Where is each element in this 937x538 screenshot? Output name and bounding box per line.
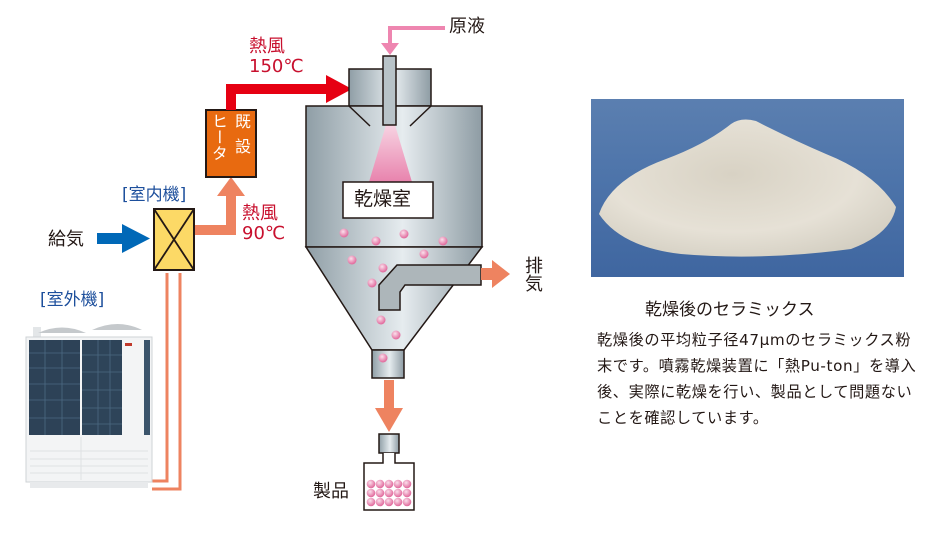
particle <box>347 255 357 265</box>
product-bottle <box>363 433 415 511</box>
indoor-unit-label: [室内機] <box>122 185 187 205</box>
outdoor-unit-image <box>25 324 153 488</box>
drying-chamber-box <box>342 181 434 219</box>
hot-air-90-line2: 90℃ <box>242 223 286 244</box>
hot-air-150-label: 熱風 150℃ <box>249 38 304 76</box>
exhaust-label: 排 気 <box>525 258 543 294</box>
product-particle <box>375 497 385 507</box>
hot-air-150-line1: 熱風 <box>249 36 285 57</box>
product-particle <box>402 479 412 489</box>
hot-air-150-line2: 150℃ <box>249 56 304 77</box>
spray-nozzle <box>382 55 397 126</box>
particle <box>438 236 448 246</box>
product-particle <box>375 488 385 498</box>
spray-cone <box>369 125 412 182</box>
product-particle <box>393 479 403 489</box>
exhaust-duct <box>378 264 482 311</box>
raw-liquid-arrow <box>381 26 445 55</box>
exhaust-arrow <box>481 260 510 288</box>
raw-liquid-label: 原液 <box>449 16 485 37</box>
powder-pile <box>599 119 896 257</box>
product-particle <box>402 497 412 507</box>
particle <box>339 228 349 238</box>
hot-air-150-arrow <box>226 75 352 110</box>
particle <box>371 236 381 246</box>
product-particle <box>393 488 403 498</box>
product-particle <box>384 497 394 507</box>
product-particle <box>375 479 385 489</box>
product-particle <box>366 488 376 498</box>
particle <box>399 229 409 239</box>
particle <box>376 315 386 325</box>
product-particle <box>384 479 394 489</box>
hot-air-90-label: 熱風 90℃ <box>242 205 285 243</box>
supply-air-arrow <box>97 224 150 253</box>
photo-caption-body: 乾燥後の平均粒子径47μmのセラミックス粉末です。噴霧乾燥装置に「熱Pu-ton… <box>597 331 917 427</box>
existing-heater-box <box>205 109 257 178</box>
heater-col-1: ヒータ <box>209 113 228 161</box>
hot-air-90-line1: 熱風 <box>242 203 278 224</box>
particle <box>419 249 429 259</box>
product-particle <box>384 488 394 498</box>
product-arrow <box>375 380 403 432</box>
product-particle <box>366 497 376 507</box>
exhaust-line1: 排 <box>525 256 543 277</box>
product-label: 製品 <box>313 481 349 502</box>
refrigerant-pipes <box>152 273 182 491</box>
product-particle <box>393 497 403 507</box>
particle <box>367 278 377 288</box>
product-particle <box>402 488 412 498</box>
particle <box>378 263 388 273</box>
heater-col-2: 既設 <box>232 113 251 163</box>
hot-air-90-arrow <box>195 177 245 235</box>
indoor-unit-box <box>153 208 195 271</box>
supply-air-label: 給気 <box>48 229 84 250</box>
outdoor-unit-label: [室外機] <box>40 290 105 310</box>
ceramic-powder-photo <box>591 99 904 277</box>
drying-chamber-label: 乾燥室 <box>354 188 412 210</box>
dried-particles <box>339 228 448 363</box>
particle <box>391 330 401 340</box>
product-particle <box>366 479 376 489</box>
exhaust-line2: 気 <box>525 274 543 295</box>
photo-caption-title: 乾燥後のセラミックス <box>645 300 815 320</box>
particle <box>378 353 388 363</box>
